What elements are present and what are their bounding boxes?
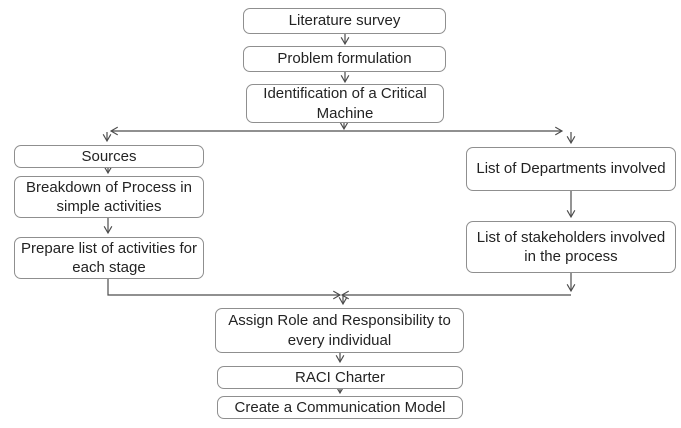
node-raci-charter: RACI Charter — [217, 366, 463, 389]
node-prepare-list-activities: Prepare list of activities for each stag… — [14, 237, 204, 279]
node-list-stakeholders: List of stakeholders involved in the pro… — [466, 221, 676, 273]
node-breakdown-process: Breakdown of Process in simple activitie… — [14, 176, 204, 218]
node-sources: Sources — [14, 145, 204, 168]
node-list-departments: List of Departments involved — [466, 147, 676, 191]
node-identification-critical-machine: Identification of a Critical Machine — [246, 84, 444, 123]
node-create-communication-model: Create a Communication Model — [217, 396, 463, 419]
node-literature-survey: Literature survey — [243, 8, 446, 34]
node-problem-formulation: Problem formulation — [243, 46, 446, 72]
edge-prepare-to-junction — [107, 279, 342, 300]
node-assign-role-responsibility: Assign Role and Responsibility to every … — [215, 308, 464, 353]
